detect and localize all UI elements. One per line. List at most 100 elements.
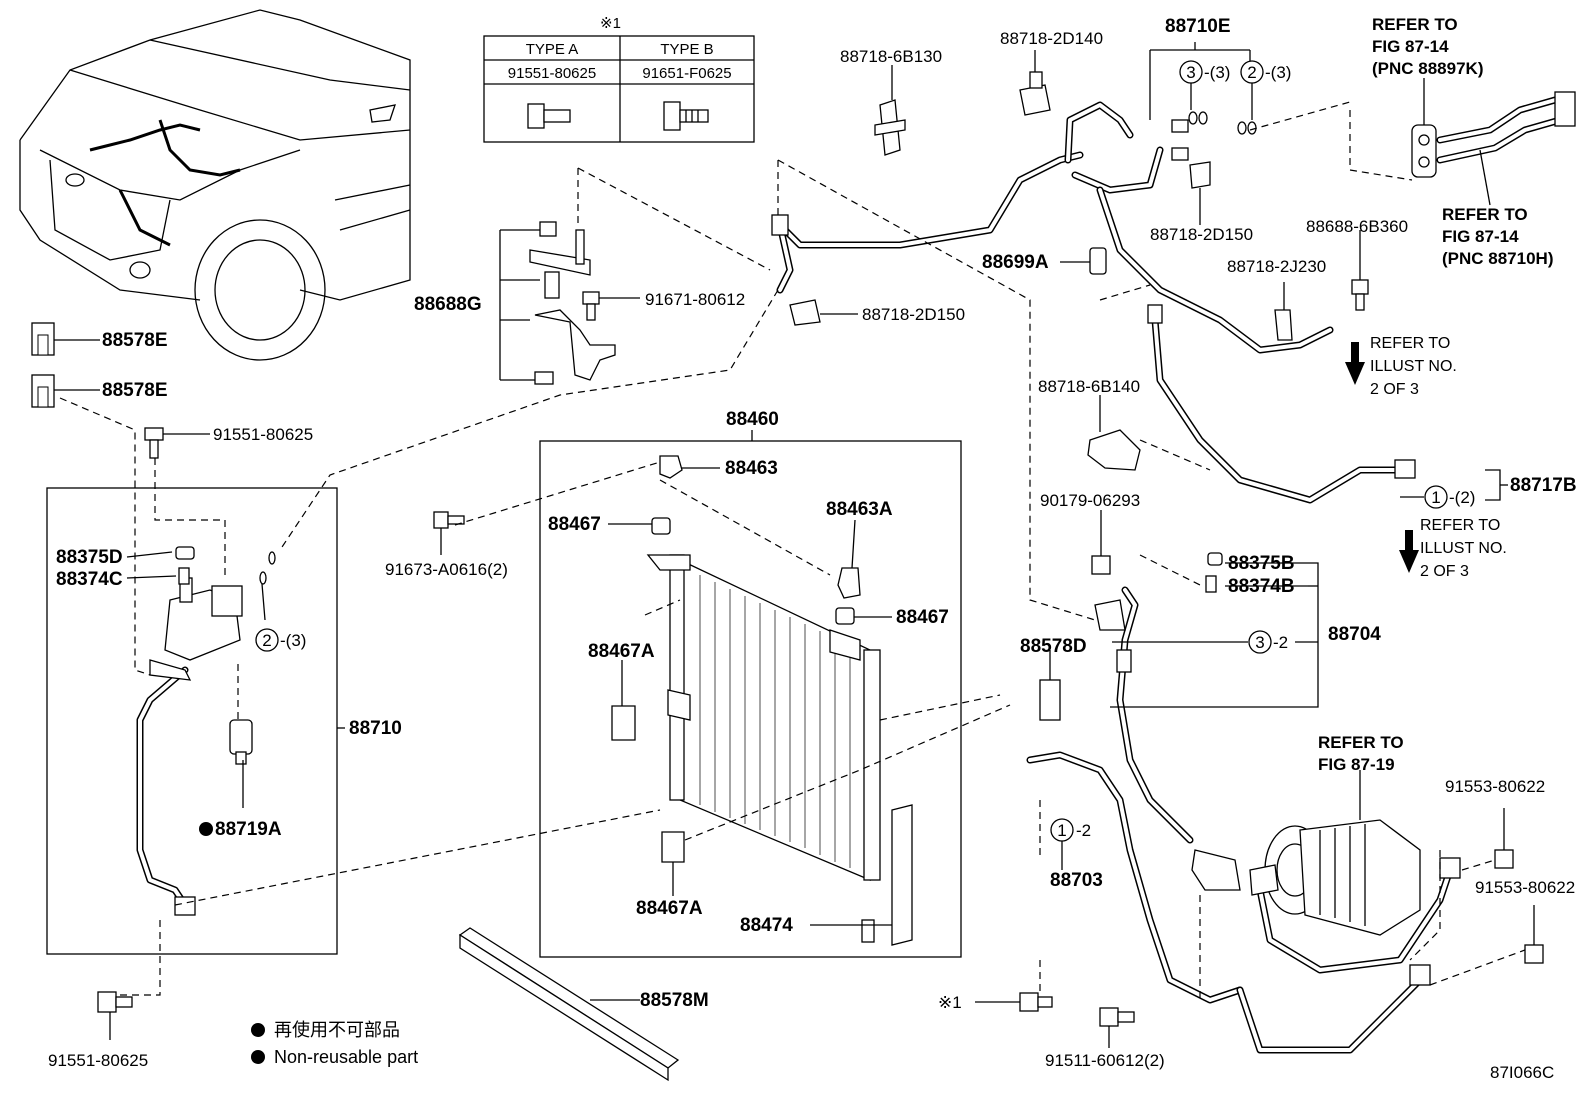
pipe-88710E <box>1149 42 1251 161</box>
label-88463A: 88463A <box>826 499 893 520</box>
clip-88578E-2 <box>31 374 55 408</box>
svg-text:1: 1 <box>1431 488 1440 507</box>
clamp-88718-2D150-left <box>789 299 821 326</box>
refer-fig-87-14-88897K: REFER TO FIG 87-14 (PNC 88897K) <box>1372 15 1484 78</box>
reference-notes: REFER TO FIG 87-14 (PNC 88897K) REFER TO… <box>1318 15 1554 774</box>
box-88710 <box>46 487 345 955</box>
refer-fig-87-19: REFER TO FIG 87-19 <box>1318 733 1404 774</box>
type-a-bolt-icon <box>527 103 571 129</box>
bolt-88688-6B360 <box>1351 279 1369 311</box>
label-91511-60612: 91511-60612(2) <box>1045 1051 1165 1070</box>
callout-1-bottom: 1 -2 <box>1050 818 1091 870</box>
callout-2-left: 2 -(3) <box>255 628 306 652</box>
label-88375D: 88375D <box>56 547 123 568</box>
svg-text:-(3): -(3) <box>280 631 306 650</box>
bolt-91553-80622-1 <box>1494 849 1514 869</box>
callout-2-top: 2 -(3) <box>1240 60 1291 84</box>
refrigerant-pipes <box>771 101 1461 1054</box>
clamp-88718-2D150-top <box>1189 161 1211 189</box>
svg-text:3: 3 <box>1186 63 1195 82</box>
svg-text:REFER TO: REFER TO <box>1372 15 1458 34</box>
svg-text:(PNC 88710H): (PNC 88710H) <box>1442 249 1554 268</box>
svg-text:2 OF 3: 2 OF 3 <box>1420 563 1469 580</box>
seal-88578D <box>1039 679 1061 721</box>
svg-text:REFER TO: REFER TO <box>1318 733 1404 752</box>
type-a-part-number: 91551-80625 <box>508 65 596 82</box>
label-88703: 88703 <box>1050 870 1103 891</box>
svg-text:(PNC 88897K): (PNC 88897K) <box>1372 59 1484 78</box>
callout-3-top: 3 -(3) <box>1179 60 1230 84</box>
svg-text:-(3): -(3) <box>1265 63 1291 82</box>
svg-text:FIG 87-14: FIG 87-14 <box>1372 37 1449 56</box>
svg-text:FIG 87-19: FIG 87-19 <box>1318 755 1395 774</box>
bolt-footnote-1 <box>1019 992 1053 1012</box>
label-91553-80622-2: 91553-80622 <box>1475 878 1575 897</box>
label-88719A: 88719A <box>215 819 282 840</box>
label-88474: 88474 <box>740 915 793 936</box>
callout-3-mid: 3 -2 <box>1110 562 1319 708</box>
figure-id: 87I066C <box>1490 1063 1554 1082</box>
label-88718-2D150-top: 88718-2D150 <box>1150 225 1253 244</box>
svg-text:ILLUST NO.: ILLUST NO. <box>1370 358 1457 375</box>
type-b-part-number: 91651-F0625 <box>642 65 731 82</box>
bolt-91551-80625-bottom <box>97 991 133 1013</box>
svg-text:2: 2 <box>1247 63 1256 82</box>
svg-text:3: 3 <box>1255 633 1264 652</box>
label-88710: 88710 <box>349 718 402 739</box>
type-b-header: TYPE B <box>660 41 713 58</box>
clamp-88718-6B130 <box>874 99 906 156</box>
callout-1-right: 1 -(2) <box>1400 469 1508 509</box>
type-b-bolt-icon <box>663 101 709 131</box>
bolt-91511-60612 <box>1099 1007 1135 1027</box>
nut-90179-06293 <box>1091 555 1111 575</box>
bracket-88688G <box>499 221 640 385</box>
condenser-box-88460 <box>539 430 962 958</box>
compressor <box>1191 819 1421 936</box>
legend-dot-jp <box>251 1023 265 1037</box>
label-88463: 88463 <box>725 458 778 479</box>
legend-text-en: Non-reusable part <box>274 1047 418 1067</box>
label-91553-80622-1: 91553-80622 <box>1445 777 1545 796</box>
label-88718-2D150-left: 88718-2D150 <box>862 305 965 324</box>
label-88699A: 88699A <box>982 252 1049 273</box>
part-labels: 88710E 88718-2D140 88718-6B130 88718-2D1… <box>48 16 1577 1070</box>
label-88718-6B140: 88718-6B140 <box>1038 377 1140 396</box>
svg-text:REFER TO: REFER TO <box>1370 335 1450 352</box>
label-88375B: 88375B <box>1228 553 1295 574</box>
arrow-down-2 <box>1399 530 1419 573</box>
table-footnote-mark: ※1 <box>600 15 621 32</box>
seal-88578M <box>458 927 680 1082</box>
clamp-88718-6B140 <box>1087 429 1141 471</box>
svg-text:REFER TO: REFER TO <box>1420 517 1500 534</box>
valve-88374B <box>1205 575 1217 593</box>
legend-dot-en <box>251 1050 265 1064</box>
label-88460: 88460 <box>726 409 779 430</box>
label-88467A-1: 88467A <box>588 641 655 662</box>
label-88578D: 88578D <box>1020 636 1087 657</box>
label-90179-06293: 90179-06293 <box>1040 491 1140 510</box>
refer-illust-2-of-3-a: REFER TO ILLUST NO. 2 OF 3 <box>1370 335 1457 398</box>
bolt-91673-A0616 <box>433 511 465 529</box>
label-88374B: 88374B <box>1228 576 1295 597</box>
svg-text:1: 1 <box>1057 821 1066 840</box>
alignment-lines <box>59 101 1526 1000</box>
bolt-type-table: ※1 TYPE A TYPE B 91551-80625 91651-F0625 <box>483 15 755 143</box>
label-88467A-2: 88467A <box>636 898 703 919</box>
clip-88578E-1 <box>31 322 55 356</box>
non-reusable-dot-88719A <box>199 822 213 836</box>
label-91551-80625-bottom: 91551-80625 <box>48 1051 148 1070</box>
label-88578E-2: 88578E <box>102 380 168 401</box>
bolt-91551-80625-top <box>144 427 164 459</box>
svg-text:2: 2 <box>262 631 271 650</box>
legend-text-jp: 再使用不可部品 <box>274 1020 400 1040</box>
label-footnote-mark: ※1 <box>938 993 962 1012</box>
clamp-88718-2D140 <box>1019 71 1051 116</box>
label-88578E-1: 88578E <box>102 330 168 351</box>
svg-text:-(2): -(2) <box>1449 488 1475 507</box>
svg-text:REFER TO: REFER TO <box>1442 205 1528 224</box>
switch-88699A <box>1089 247 1107 275</box>
svg-text:ILLUST NO.: ILLUST NO. <box>1420 540 1507 557</box>
label-88717B: 88717B <box>1510 475 1577 496</box>
label-88718-2J230: 88718-2J230 <box>1227 257 1326 276</box>
